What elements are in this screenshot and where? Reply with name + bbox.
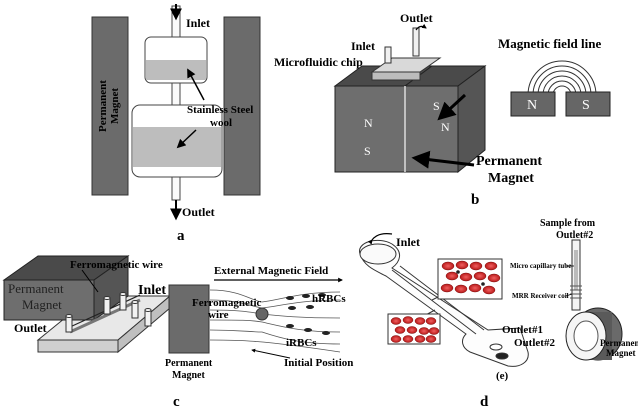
field-line-title: Magnetic field line — [498, 36, 601, 51]
outlet-label-b: Outlet — [400, 11, 433, 25]
right-permanent-magnet — [223, 16, 261, 196]
panel-a: Permanent Magnet Inlet Stainless Steel w… — [91, 4, 261, 244]
chip-label-b: Microfluidic chip — [274, 55, 363, 69]
panel-label-a: a — [177, 228, 185, 244]
microfluidic-chip-front — [371, 71, 421, 81]
wire2-label-c-1: Ferromagnetic — [192, 297, 262, 309]
outlet-flow-arrow-b — [415, 23, 427, 31]
initial-position-arrow — [251, 348, 291, 359]
steel-label-a-2: wool — [210, 117, 232, 129]
initial-position-label: Initial Position — [284, 357, 353, 369]
substrate-front — [37, 339, 119, 353]
panel-b: N S S N Outlet Inlet Microfluidic chip P… — [274, 11, 611, 208]
outlet1-label-d: Outlet#1 — [502, 324, 543, 336]
magnet-label-d-2: Magnet — [606, 348, 636, 358]
pole-s-left: S — [364, 144, 371, 158]
irbc-label: iRBCs — [286, 337, 317, 349]
magnet-arrow-b-2 — [411, 150, 475, 169]
magnet-label-c-1: Permanent — [8, 281, 64, 296]
upper-steel-wool — [146, 60, 206, 80]
sample-label-2: Outlet#2 — [556, 230, 593, 241]
channel-c — [69, 298, 141, 334]
magnet-label-b-2: Magnet — [488, 171, 534, 186]
coil-pointer — [565, 293, 573, 297]
field-arcs — [527, 60, 597, 96]
pole-n-right: N — [441, 120, 450, 134]
field-s-label: S — [582, 98, 590, 113]
sample-label-1: Sample from — [540, 218, 596, 229]
left-permanent-magnet — [91, 16, 129, 196]
outlet2-port — [495, 352, 509, 360]
inlet-arrow-d — [367, 233, 393, 245]
cells-c — [286, 293, 330, 335]
lower-steel-wool — [133, 127, 221, 167]
field-pole-s — [565, 91, 611, 117]
magnet2-label-c-2: Magnet — [172, 370, 205, 381]
field-pole-n — [510, 91, 556, 117]
outlet1-port — [489, 343, 503, 351]
panel-label-c: c — [173, 394, 180, 410]
inlet-label-a: Inlet — [186, 16, 210, 30]
wire2-label-c-2: wire — [208, 309, 229, 321]
cells-lower — [390, 316, 440, 343]
inlet-label-c: Inlet — [138, 283, 166, 298]
outlet-label-a: Outlet — [182, 205, 215, 219]
ports-c — [65, 292, 152, 333]
e-label-d: (e) — [496, 370, 509, 382]
steel-arrow-up — [187, 68, 205, 101]
wire-label-c: Ferromagnetic wire — [70, 259, 163, 271]
outlet-port-b — [412, 27, 420, 57]
capillary-sample — [574, 250, 578, 290]
cells-upper — [440, 260, 501, 295]
panel-c: Permanent Magnet Ferromagnetic wire Inle… — [2, 255, 353, 410]
coil-label: MRR Receiver coil — [512, 292, 569, 300]
steel-label-a-1: Stainless Steel — [187, 104, 253, 116]
magnet-b-right-side — [457, 65, 486, 174]
magnet-label-d-1: Permanent — [600, 338, 638, 348]
steel-arrow-down — [176, 129, 197, 149]
pole-s-right: S — [433, 99, 440, 113]
magnet-label-c-2: Magnet — [22, 297, 62, 312]
hrbc-label: hRBCs — [312, 293, 346, 305]
magnet-label-a-2: Magnet — [109, 88, 121, 124]
inlet-bulb-d — [359, 243, 397, 265]
outlet2-label-d: Outlet#2 — [514, 337, 555, 349]
wire-cross-section — [255, 307, 269, 321]
dark-cells-upper — [456, 270, 485, 286]
magnet-block-c2 — [168, 284, 210, 354]
panel-label-d: d — [480, 394, 489, 410]
magnet2-label-c-1: Permanent — [165, 358, 213, 369]
field-n-label: N — [527, 98, 537, 113]
magnet-c-side — [93, 255, 129, 321]
inlet-port-b — [384, 46, 392, 64]
inlet-label-d: Inlet — [396, 235, 420, 249]
pole-n-left: N — [364, 116, 373, 130]
receiver-coil — [570, 285, 582, 299]
outlet-label-c: Outlet — [14, 321, 47, 335]
chip-outline-d — [359, 239, 529, 367]
cylinder-magnet-inner — [573, 320, 599, 352]
panel-label-b: b — [471, 192, 479, 208]
channel-d-1 — [391, 269, 477, 335]
magnet-label-b-1: Permanent — [476, 154, 542, 169]
wire-pointer-c — [81, 269, 99, 293]
field-label-c: External Magnetic Field — [214, 265, 328, 277]
magnet-arrow-b-1 — [437, 93, 467, 121]
inlet-label-b: Inlet — [351, 39, 375, 53]
magnet-label-a-1: Permanent — [97, 80, 109, 132]
capillary-label: Micro capillary tube — [510, 262, 571, 270]
panel-d: Inlet Outlet#1 Outlet#2 (e) — [359, 218, 638, 410]
